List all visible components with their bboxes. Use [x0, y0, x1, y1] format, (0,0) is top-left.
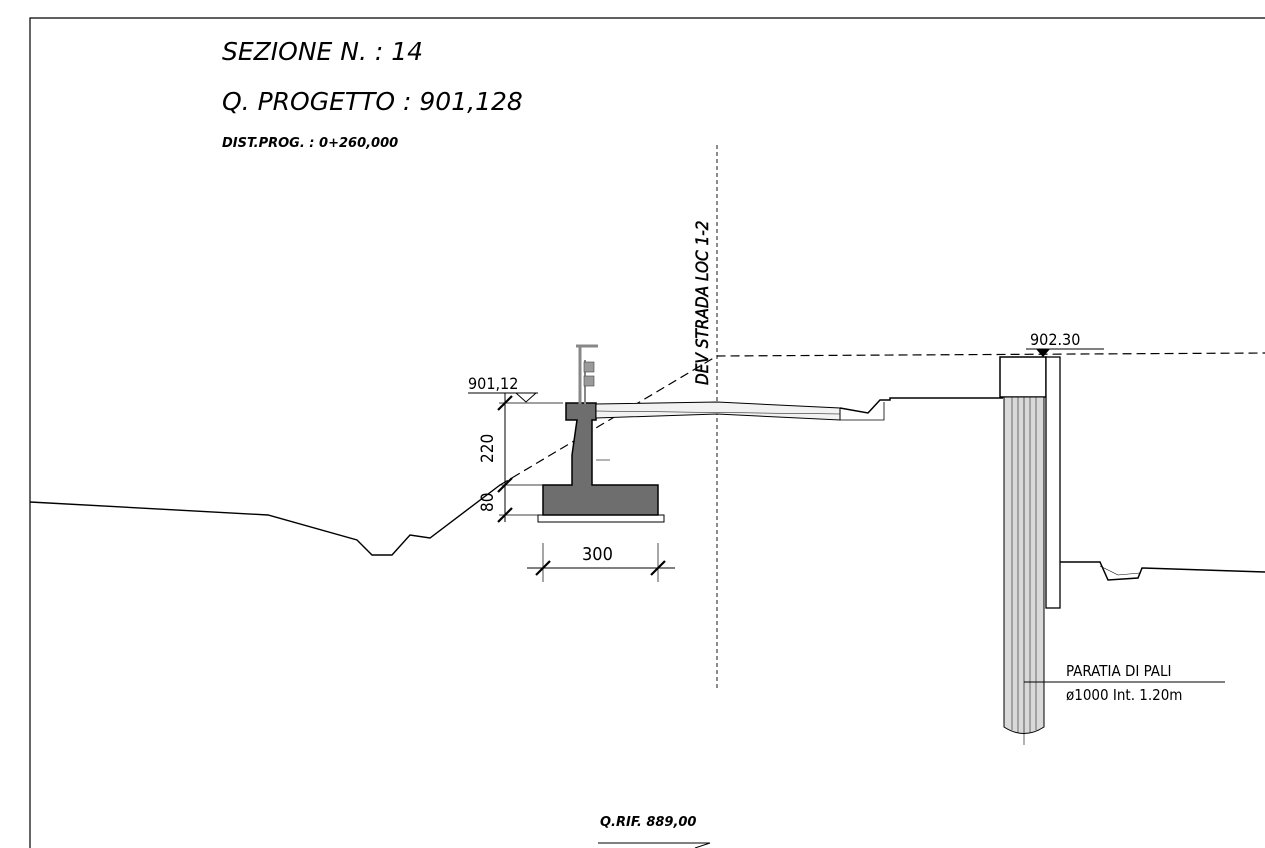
pile-wall-back: [1045, 356, 1061, 609]
curb-base: [840, 402, 885, 421]
pile-label-line2: ø1000 Int. 1.20m: [1066, 686, 1182, 704]
design-level: Q. PROGETTO : 901,128: [222, 87, 523, 116]
reference-level-marker: [680, 842, 711, 848]
pile-label-line1: PARATIA DI PALI: [1066, 662, 1172, 680]
footing-height-dimension: 80: [478, 493, 498, 512]
wall-lean-concrete: [537, 514, 665, 523]
stem-height-dimension: 220: [478, 434, 498, 463]
horizontal-dimension: [527, 543, 675, 582]
vertical-dimension: [497, 393, 563, 523]
retaining-wall: [542, 402, 659, 516]
design-profile-dashed: [499, 352, 1265, 486]
road-pavement: [595, 401, 841, 421]
wall-top-level: 901,12: [468, 374, 518, 393]
road-axis-label: DEV STRADA LOC 1-2: [693, 220, 713, 385]
pile-top-level: 902.30: [1030, 330, 1080, 349]
drawing-border: [29, 17, 1265, 848]
section-number: SEZIONE N. : 14: [222, 37, 423, 66]
wall-level-marker: [514, 392, 538, 403]
reference-level: Q.RIF. 889,00: [600, 815, 696, 830]
progressive-distance: DIST.PROG. : 0+260,000: [222, 136, 398, 151]
footing-width-dimension: 300: [582, 544, 613, 565]
existing-ground-right: [1060, 561, 1265, 581]
pile-cap: [999, 356, 1047, 398]
curb-sidewalk: [839, 397, 1003, 414]
guardrail: [576, 344, 598, 404]
ditch-right: [1099, 565, 1141, 576]
pile-level-marker: [1036, 349, 1050, 357]
existing-ground-line: [29, 484, 501, 556]
